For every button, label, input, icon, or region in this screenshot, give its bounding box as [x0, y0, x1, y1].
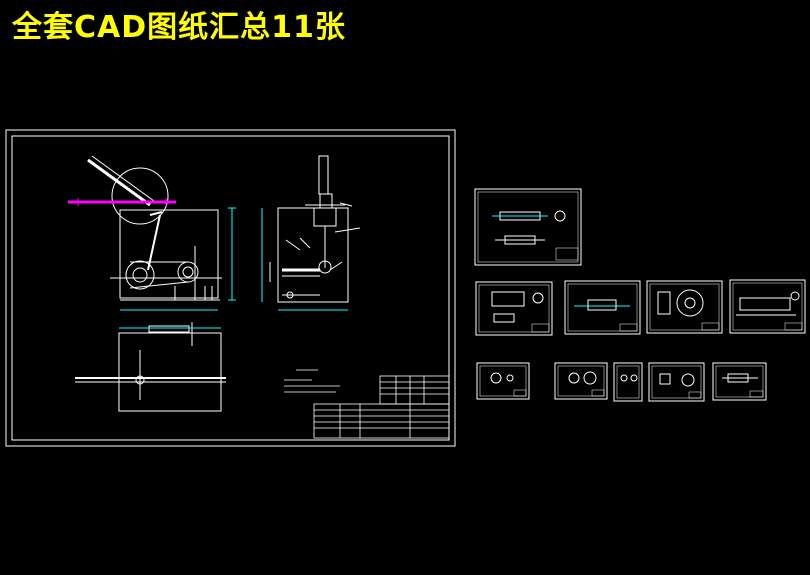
title-block — [313, 375, 450, 439]
drawing-thumbnail-10[interactable] — [712, 362, 767, 401]
drawing-thumbnail-9[interactable] — [648, 362, 705, 402]
side-view — [269, 155, 361, 303]
drawing-thumbnail-6[interactable] — [476, 362, 530, 400]
drawing-thumbnail-8[interactable] — [613, 362, 643, 402]
drawing-thumbnail-4[interactable] — [646, 280, 723, 334]
drawing-thumbnail-3[interactable] — [564, 280, 641, 335]
dimension-lines — [120, 207, 236, 311]
drawing-thumbnail-2[interactable] — [475, 281, 553, 336]
page-title: 全套CAD图纸汇总11张 — [12, 10, 346, 45]
highlight-shaft — [68, 198, 176, 206]
drawing-thumbnail-1[interactable] — [474, 188, 582, 266]
top-view — [75, 322, 226, 412]
outer-frame — [5, 129, 456, 447]
drawing-thumbnail-5[interactable] — [729, 279, 806, 334]
main-assembly-drawing[interactable] — [5, 129, 456, 447]
front-view — [87, 155, 222, 301]
technical-notes — [284, 369, 340, 393]
inner-frame — [11, 135, 450, 441]
drawing-thumbnail-7[interactable] — [554, 362, 608, 400]
